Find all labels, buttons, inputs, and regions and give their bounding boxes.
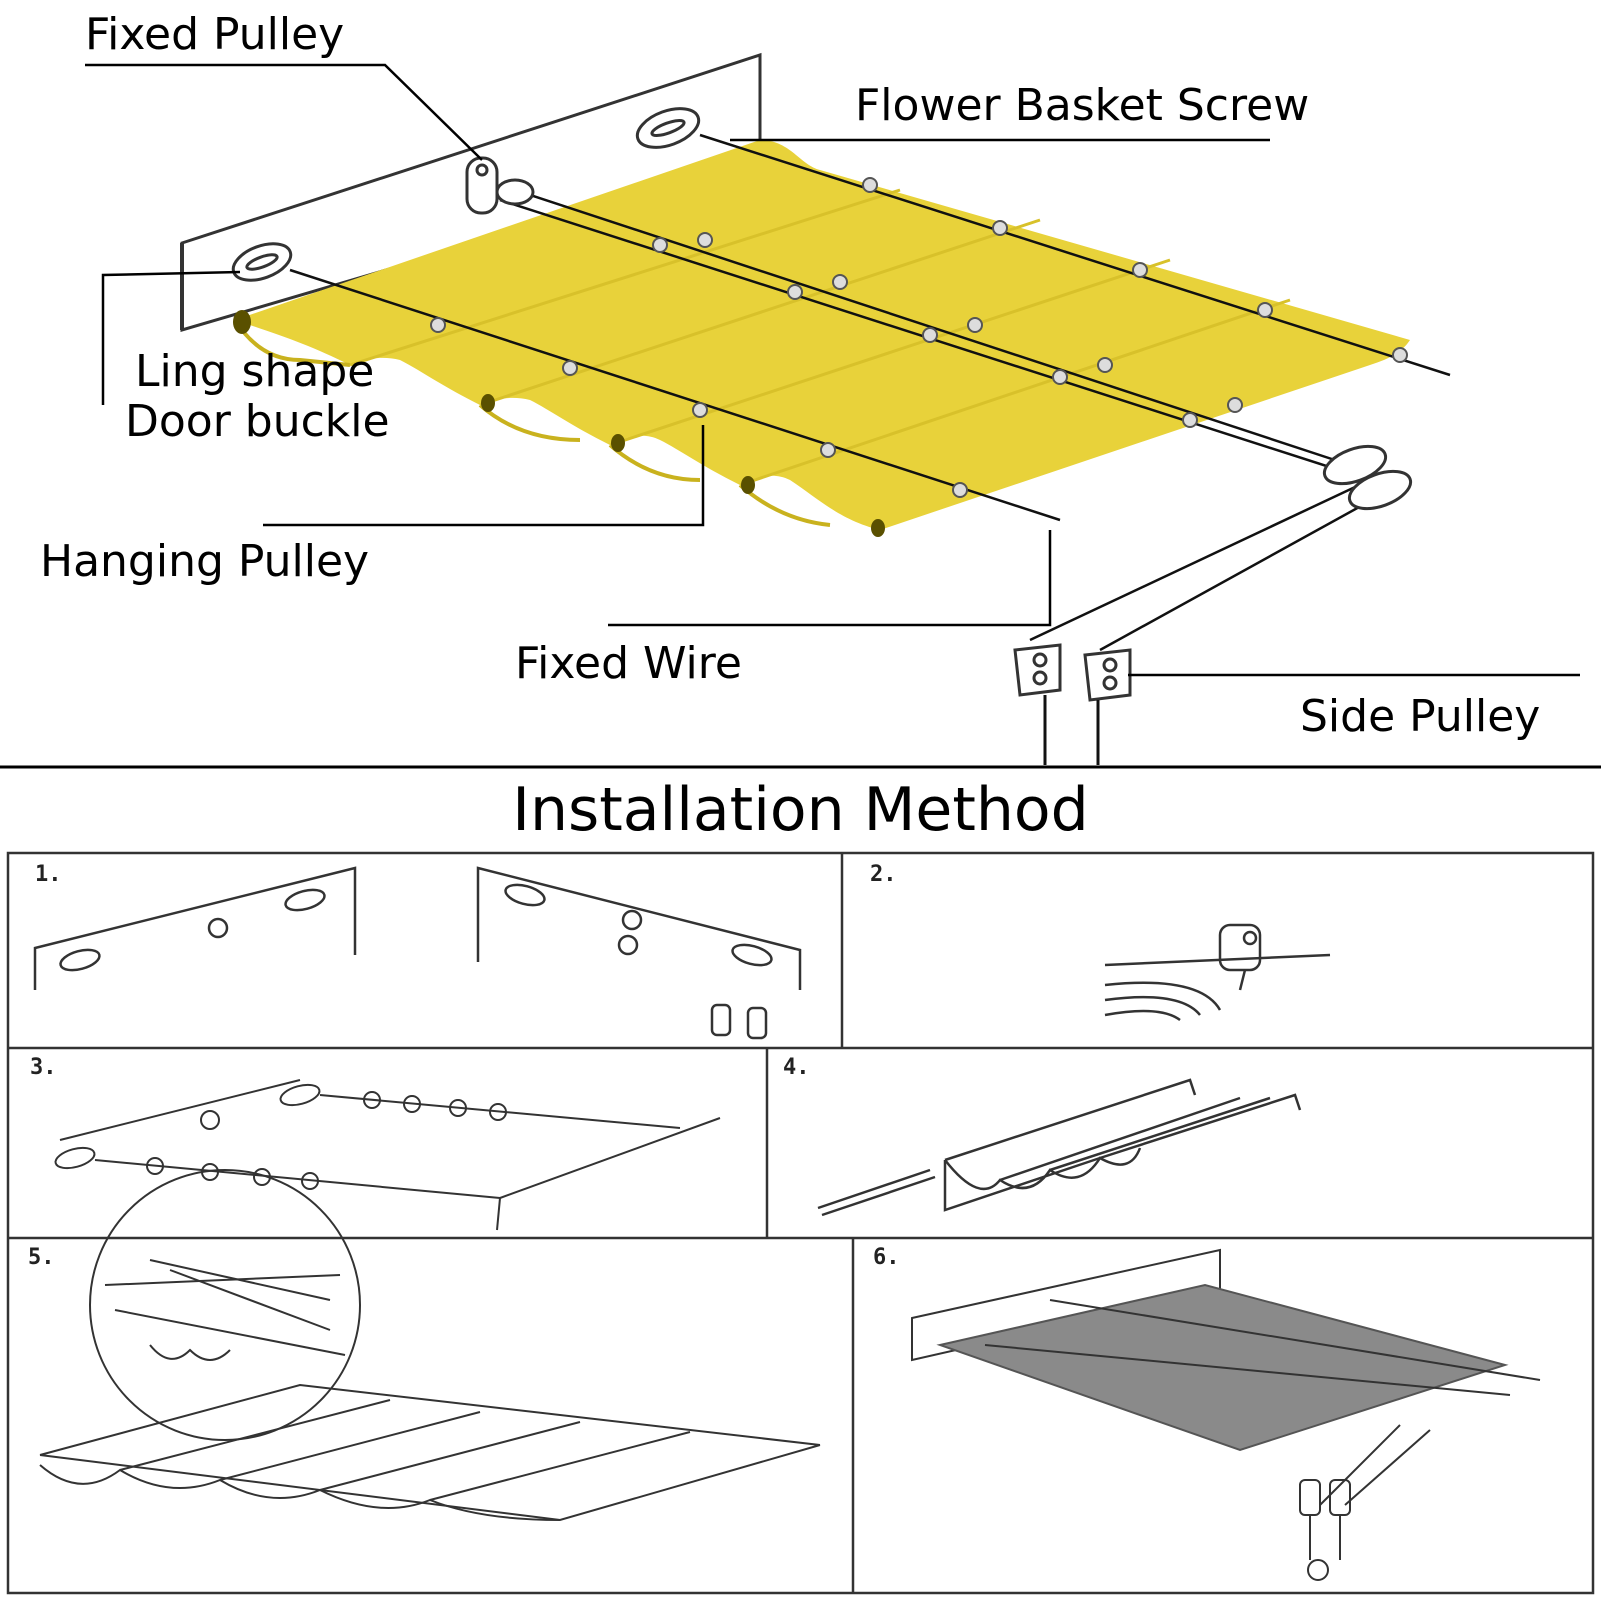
step4-illustration <box>817 1078 1302 1217</box>
installation-grid <box>6 851 1595 1595</box>
label-fixed-pulley: Fixed Pulley <box>85 9 345 60</box>
label-side-pulley: Side Pulley <box>1300 691 1541 742</box>
step-1-number: 1. <box>35 862 62 887</box>
step-5-number: 5. <box>28 1245 55 1270</box>
step5-illustration <box>39 1169 821 1522</box>
down-wires <box>1043 695 1100 765</box>
step1-illustration <box>33 866 802 1040</box>
step6-illustration <box>911 1248 1541 1581</box>
label-door-buckle: Door buckle <box>125 396 390 447</box>
label-flower-basket-screw: Flower Basket Screw <box>855 80 1310 131</box>
label-fixed-wire: Fixed Wire <box>515 638 742 689</box>
wall-brackets <box>231 107 1413 511</box>
step2-illustration <box>1104 923 1331 1022</box>
hanging-pulleys <box>430 177 1408 498</box>
leader-lines <box>85 63 1580 677</box>
step-2-number: 2. <box>870 862 897 887</box>
side-pulleys <box>1013 643 1132 702</box>
step-4-number: 4. <box>783 1055 810 1080</box>
installation-method-title: Installation Method <box>512 775 1089 845</box>
step-6-number: 6. <box>873 1245 900 1270</box>
label-ling-shape: Ling shape <box>135 346 375 397</box>
step3-illustration <box>54 1079 721 1231</box>
label-hanging-pulley: Hanging Pulley <box>40 536 370 587</box>
step-3-number: 3. <box>30 1055 57 1080</box>
